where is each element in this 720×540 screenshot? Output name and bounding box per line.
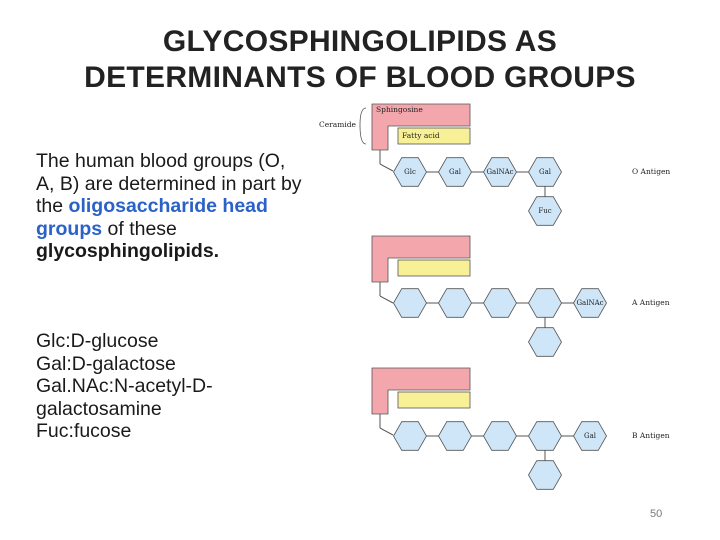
sugar-label: Gal [539, 168, 552, 176]
fucose-sugar [528, 327, 562, 357]
sugar-label: Fuc [538, 207, 551, 215]
sugar-label: Glc [404, 168, 416, 176]
o-antigen-sugar [393, 157, 427, 187]
a-antigen-label: A Antigen [631, 298, 670, 307]
sphingosine-block [371, 235, 471, 283]
sphingosine-block [371, 103, 471, 151]
description-text: The human blood groups (O, A, B) are det… [36, 150, 306, 263]
abbreviation-item: galactosamine [36, 397, 162, 420]
abbreviation-item: Gal:D-galactose [36, 352, 176, 375]
slide-title: GLYCOSPHINGOLIPIDS AS DETERMINANTS OF BL… [0, 24, 720, 96]
o-antigen-sugar [438, 157, 472, 187]
galnac-terminal-sugar [573, 288, 607, 318]
description-part-1: The human blood groups (O, A, B) are det… [36, 150, 302, 217]
sphingosine-block [371, 367, 471, 415]
ceramide-bracket [359, 107, 367, 145]
abbreviation-list: Glc:D-glucose Gal:D-galactose Gal.NAc:N-… [36, 330, 326, 443]
sugar-label: Gal [584, 432, 597, 440]
a-antigen-sugar [528, 288, 562, 318]
fatty-acid-block [397, 391, 471, 409]
sugar-label: GalNAc [576, 299, 603, 307]
abbreviation-item: Glc:D-glucose [36, 330, 159, 352]
b-antigen-sugar [528, 421, 562, 451]
ceramide-link [379, 295, 394, 304]
a-antigen-sugar [438, 288, 472, 318]
sugar-label: GalNAc [486, 168, 513, 176]
fatty-acid-block [397, 259, 471, 277]
gal-terminal-sugar [573, 421, 607, 451]
ceramide-link [379, 163, 394, 172]
a-antigen-sugar [393, 288, 427, 318]
fucose-sugar [528, 460, 562, 490]
sphingosine-label: Sphingosine [376, 105, 423, 114]
o-antigen-sugar [483, 157, 517, 187]
ceramide-link [379, 427, 394, 436]
title-line-2: DETERMINANTS OF BLOOD GROUPS [84, 61, 636, 94]
description-part-2: of these [102, 217, 177, 240]
slide-number: 50 [650, 508, 663, 520]
abbreviation-item: Fuc:fucose [36, 420, 132, 442]
description-bold: glycosphingolipids. [36, 240, 220, 262]
fatty-acid-label: Fatty acid [402, 131, 440, 140]
fatty-acid-block [397, 127, 471, 145]
b-antigen-sugar [393, 421, 427, 451]
title-line-1: GLYCOSPHINGOLIPIDS AS [162, 25, 558, 58]
fucose-sugar [528, 196, 562, 226]
o-antigen-sugar [528, 157, 562, 187]
b-antigen-label: B Antigen [632, 431, 670, 440]
a-antigen-sugar [483, 288, 517, 318]
b-antigen-sugar [438, 421, 472, 451]
b-antigen-sugar [483, 421, 517, 451]
o-antigen-label: O Antigen [632, 167, 670, 176]
description-highlight: oligosaccharide head groups [36, 195, 268, 240]
ceramide-label: Ceramide [319, 120, 357, 129]
sugar-label: Gal [449, 168, 462, 176]
abbreviation-item: Gal.NAc:N-acetyl-D- [36, 375, 213, 397]
